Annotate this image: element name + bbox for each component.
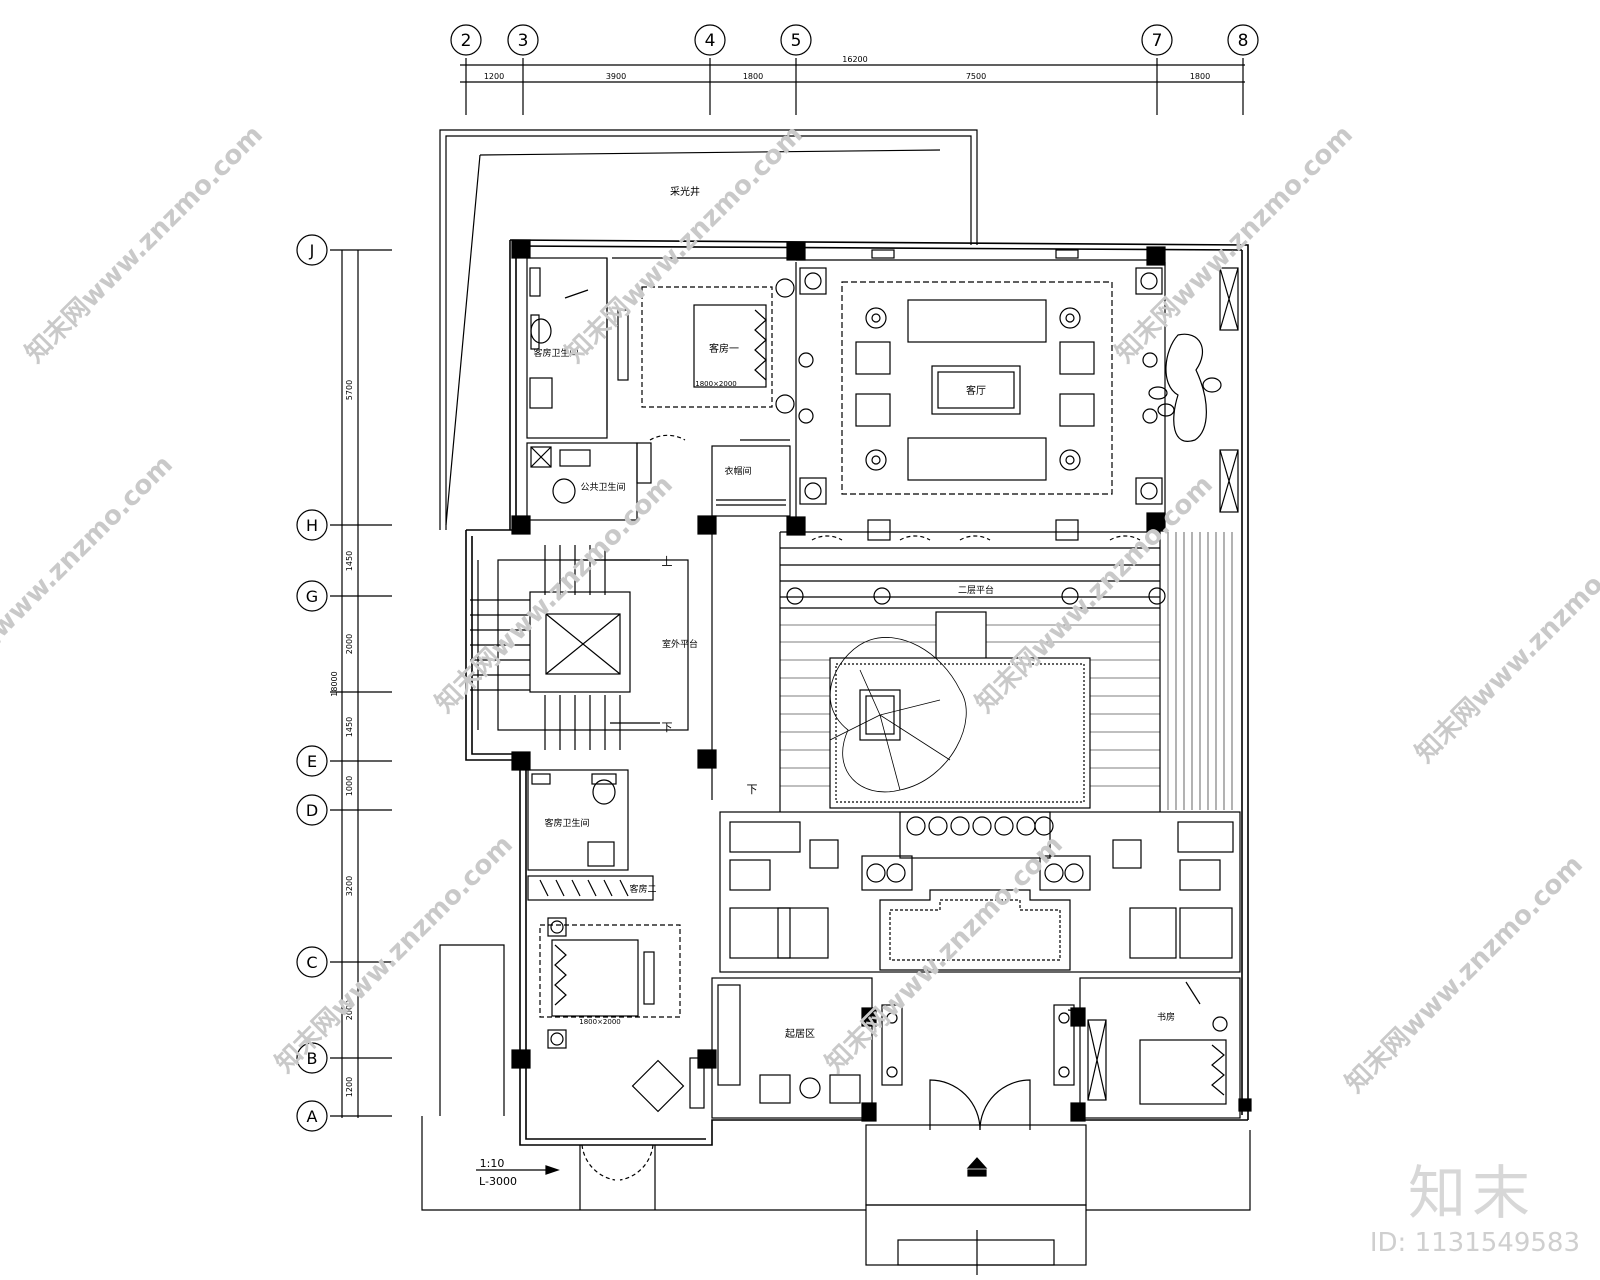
label-skylight: 采光井 bbox=[670, 185, 700, 198]
col-label-7: 7 bbox=[1152, 31, 1163, 51]
label-bath-3: 客房卫生间 bbox=[544, 817, 589, 829]
label-bed-size-1: 1800×2000 bbox=[695, 380, 737, 388]
brand-logo: 知末 bbox=[1407, 1159, 1536, 1227]
entry-garden bbox=[719, 811, 1241, 973]
row-label-B: B bbox=[307, 1049, 318, 1068]
label-study: 书房 bbox=[1157, 1011, 1175, 1023]
skylight-area bbox=[439, 129, 978, 530]
scale-level: L-3000 bbox=[479, 1175, 517, 1188]
label-bed-size-2: 1800×2000 bbox=[579, 1018, 621, 1026]
watermark-text: 知末网www.znzmo.com bbox=[0, 450, 179, 699]
left-dim-6: 3200 bbox=[345, 876, 354, 896]
label-up: 上 bbox=[662, 555, 673, 568]
left-dim-1: 5700 bbox=[345, 380, 354, 400]
left-total-dim: 18000 bbox=[330, 671, 339, 696]
label-lounge: 起居区 bbox=[785, 1028, 815, 1040]
living-room bbox=[795, 249, 1239, 520]
top-dim-3: 1800 bbox=[743, 72, 763, 81]
room-labels: 采光井 客房一 1800×2000 客房卫生间 公共卫生间 衣帽间 客厅 二层平… bbox=[479, 185, 1175, 1188]
bath-1 bbox=[526, 257, 608, 439]
bath-2 bbox=[526, 442, 652, 521]
left-dim-2: 1450 bbox=[345, 551, 354, 571]
row-label-J: J bbox=[309, 241, 315, 260]
top-dim-4: 7500 bbox=[966, 72, 986, 81]
bedroom-2 bbox=[527, 875, 705, 1113]
left-dim-7: 2000 bbox=[345, 1000, 354, 1020]
study bbox=[1053, 977, 1241, 1119]
watermark-text: 知末网www.znzmo.com bbox=[1340, 850, 1589, 1099]
bath-3 bbox=[527, 769, 629, 871]
watermarks: 知末网www.znzmo.com 知末网www.znzmo.com 知末网www… bbox=[0, 120, 1600, 1099]
asset-id: ID: 1131549583 bbox=[1369, 1228, 1580, 1258]
watermark-text: 知末网www.znzmo.com bbox=[560, 120, 809, 369]
outer-walls bbox=[465, 239, 1249, 1146]
row-label-G: G bbox=[306, 587, 318, 606]
scale-ratio: 1:10 bbox=[480, 1157, 505, 1170]
col-label-2: 2 bbox=[461, 31, 472, 51]
top-dim-2: 3900 bbox=[606, 72, 626, 81]
grid-labels: 2 3 4 5 7 8 16200 1200 3900 1800 7500 18… bbox=[306, 31, 1249, 1126]
terrace-upper bbox=[779, 519, 1166, 812]
stair-core bbox=[470, 530, 713, 800]
row-label-D: D bbox=[306, 801, 318, 820]
watermark-text: 知末网www.znzmo.com bbox=[20, 120, 269, 369]
courtyard-pool bbox=[829, 611, 1091, 859]
row-label-E: E bbox=[307, 752, 317, 771]
watermark-text: 知末网www.znzmo.com bbox=[820, 830, 1069, 1079]
col-label-4: 4 bbox=[705, 31, 716, 51]
left-dim-5: 1000 bbox=[345, 776, 354, 796]
label-bath-1: 客房卫生间 bbox=[533, 347, 578, 359]
left-dim-8: 1200 bbox=[345, 1077, 354, 1097]
watermark-text: 知末网www.znzmo.com bbox=[970, 470, 1219, 719]
col-label-5: 5 bbox=[791, 31, 802, 51]
top-total-dim: 16200 bbox=[842, 55, 867, 64]
label-bedroom-1: 客房一 bbox=[709, 342, 739, 355]
lounge bbox=[711, 977, 903, 1119]
entrance bbox=[865, 1079, 1087, 1275]
row-label-C: C bbox=[306, 953, 317, 972]
label-cloak: 衣帽间 bbox=[724, 465, 751, 477]
label-terrace-1: 二层平台 bbox=[958, 584, 994, 596]
watermark-text: 知末网www.znzmo.com bbox=[1410, 520, 1600, 769]
left-dim-3: 2000 bbox=[345, 634, 354, 654]
col-label-3: 3 bbox=[518, 31, 529, 51]
row-label-A: A bbox=[307, 1107, 318, 1126]
label-down-stair: 下 bbox=[662, 721, 673, 734]
top-dim-1: 1200 bbox=[484, 72, 504, 81]
left-dim-4: 1450 bbox=[345, 717, 354, 737]
cloak-room bbox=[711, 445, 791, 517]
label-down-corridor: 下 bbox=[747, 783, 758, 796]
lower-exterior bbox=[421, 944, 1251, 1211]
col-label-8: 8 bbox=[1238, 31, 1249, 51]
top-axis bbox=[450, 24, 1259, 115]
watermark-text: 知末网www.znzmo.com bbox=[430, 470, 679, 719]
left-axis bbox=[296, 234, 392, 1132]
label-bedroom-2: 客房二 bbox=[629, 883, 656, 895]
row-label-H: H bbox=[306, 516, 318, 535]
bedroom-1 bbox=[612, 257, 795, 441]
label-living: 客厅 bbox=[966, 384, 986, 397]
label-bath-2: 公共卫生间 bbox=[580, 481, 625, 493]
top-dim-5: 1800 bbox=[1190, 72, 1210, 81]
label-terrace-2: 室外平台 bbox=[662, 638, 698, 650]
